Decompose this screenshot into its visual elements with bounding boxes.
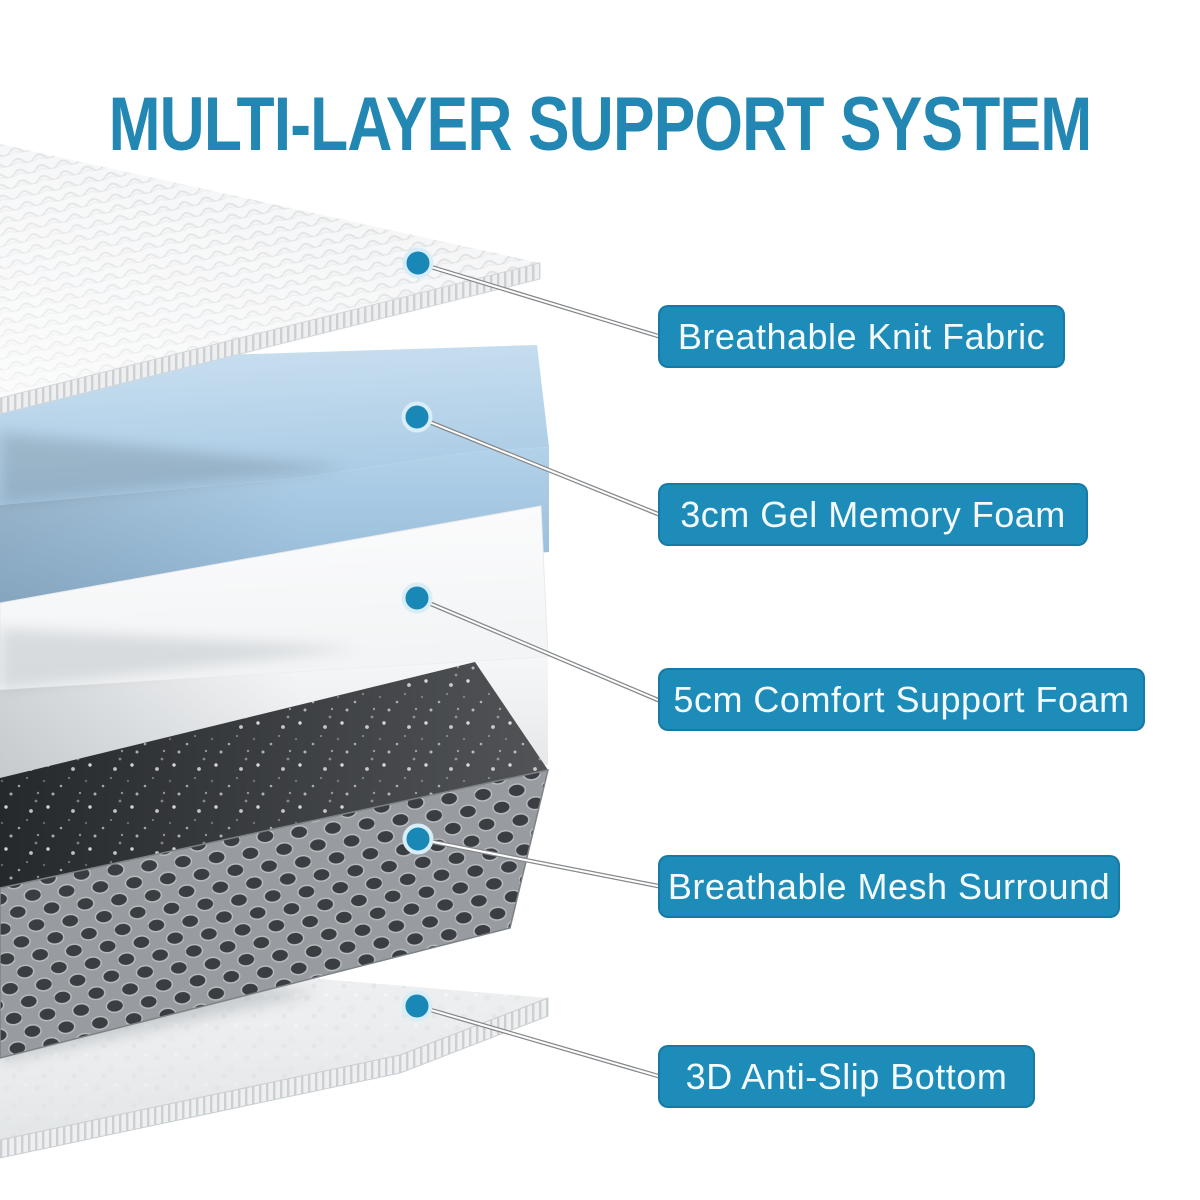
callout-dot-comfort-support-foam [401, 582, 433, 614]
callout-line-knit-fabric [415, 260, 661, 339]
label-box-knit-fabric: Breathable Knit Fabric [658, 305, 1065, 368]
bottom-sheet-edge [0, 997, 549, 1159]
callout-dot-mesh-surround [402, 823, 434, 855]
callout-dots [401, 247, 434, 1022]
label-box-gel-memory-foam: 3cm Gel Memory Foam [658, 483, 1088, 546]
gel-foam-front-shade [0, 447, 549, 612]
label-box-anti-slip-bottom: 3D Anti-Slip Bottom [658, 1045, 1035, 1108]
layer-knit-fabric [0, 144, 541, 415]
callout-dot-anti-slip-bottom [401, 990, 433, 1022]
callout-dot-knit-fabric [402, 247, 434, 279]
knit-fabric-edge [0, 262, 541, 415]
layer-gel-memory-foam [0, 345, 549, 612]
label-box-comfort-support-foam: 5cm Comfort Support Foam [658, 668, 1145, 731]
callout-line-anti-slip-bottom [414, 1003, 661, 1079]
callout-dot-gel-memory-foam [401, 401, 433, 433]
callout-line-gel-memory-foam [414, 414, 661, 517]
fabric-cast-shadow [0, 432, 350, 505]
label-box-mesh-surround: Breathable Mesh Surround [658, 855, 1120, 918]
callout-line-mesh-surround [415, 836, 661, 889]
gel-cast-shadow [0, 628, 360, 690]
callout-lines [414, 260, 661, 1079]
mesh-top-sheen [0, 662, 548, 888]
page-title: MULTI-LAYER SUPPORT SYSTEM [108, 81, 1093, 167]
knit-fabric-sheen [0, 144, 540, 398]
callout-line-comfort-support-foam [414, 595, 661, 703]
